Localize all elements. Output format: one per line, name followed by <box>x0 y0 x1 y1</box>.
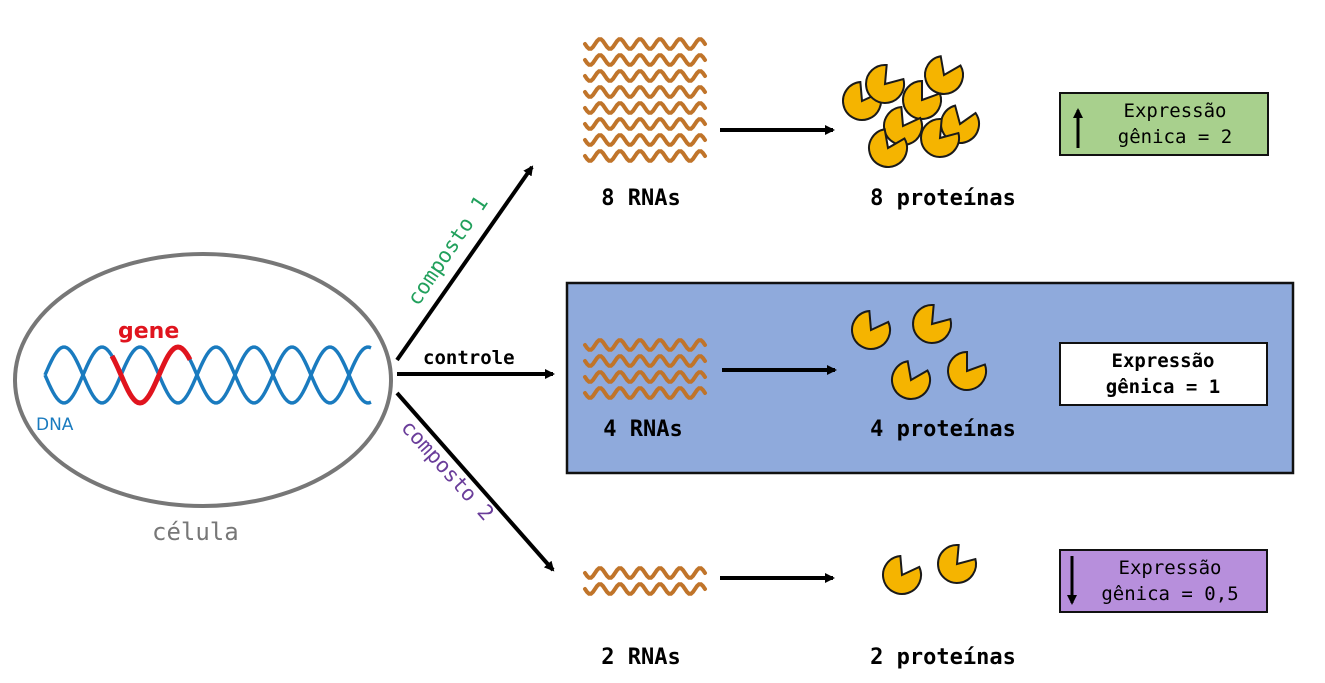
arrow-compound-1 <box>395 165 534 362</box>
rna-strand <box>583 101 707 115</box>
rna-label-top: 8 RNAs <box>601 186 680 211</box>
rna-label-bottom: 2 RNAs <box>601 645 680 670</box>
protein <box>902 79 943 120</box>
cell-label: célula <box>152 518 239 546</box>
rna-strand <box>583 149 707 163</box>
rna-strand <box>583 338 707 352</box>
expression-control-line2: gênica = 1 <box>1106 376 1220 398</box>
protein <box>912 304 952 344</box>
protein <box>937 544 977 584</box>
protein <box>865 64 905 104</box>
rna-strand <box>583 133 707 147</box>
cell-membrane <box>13 252 393 508</box>
dna-strand <box>43 345 372 405</box>
protein <box>868 128 908 168</box>
expression-down-line1: Expressão <box>1119 557 1222 579</box>
protein <box>842 80 882 121</box>
gene-segment <box>109 344 193 406</box>
protein <box>947 350 988 391</box>
arrow-compound-2 <box>395 391 555 572</box>
rna-strand <box>583 566 707 580</box>
rna-strand <box>583 37 707 51</box>
rna-group-control <box>583 338 707 400</box>
rna-group-compound-2 <box>583 566 707 596</box>
protein-label-top: 8 proteínas <box>870 186 1016 211</box>
protein-group-compound-1 <box>842 55 980 168</box>
label-compound-2: composto 2 <box>396 415 498 525</box>
rna-strand <box>583 85 707 99</box>
dna-strand <box>43 345 372 405</box>
protein <box>924 55 964 95</box>
label-compound-1: composto 1 <box>402 192 493 310</box>
rna-strand <box>583 582 707 596</box>
protein-group-compound-2 <box>882 544 977 595</box>
expression-box-control: Expressão gênica = 1 <box>1059 342 1268 406</box>
rna-strand <box>583 69 707 83</box>
rna-strand <box>583 117 707 131</box>
cell: gene DNA célula <box>13 252 393 546</box>
expression-box-down: Expressão gênica = 0,5 <box>1059 549 1268 613</box>
expression-control-line1: Expressão <box>1112 350 1215 372</box>
expression-up-line2: gênica = 2 <box>1118 126 1232 148</box>
protein <box>882 554 922 595</box>
protein <box>920 118 960 158</box>
rna-strand <box>583 354 707 368</box>
dna-helix <box>43 344 372 406</box>
protein <box>851 309 891 350</box>
protein-label-middle: 4 proteínas <box>870 417 1016 442</box>
label-control: controle <box>423 347 515 369</box>
rna-label-middle: 4 RNAs <box>603 417 682 442</box>
protein <box>883 105 923 146</box>
expression-down-line2: gênica = 0,5 <box>1101 583 1238 605</box>
expression-up-line1: Expressão <box>1124 100 1227 122</box>
protein-label-bottom: 2 proteínas <box>870 645 1016 670</box>
expression-box-up: Expressão gênica = 2 <box>1059 92 1269 156</box>
rna-group-compound-1 <box>583 37 707 163</box>
rna-strand <box>583 370 707 384</box>
protein-group-control <box>851 304 988 400</box>
rna-strand <box>583 386 707 400</box>
protein <box>891 360 931 400</box>
rna-strand <box>583 53 707 67</box>
gene-label: gene <box>118 319 179 344</box>
dna-label: DNA <box>36 415 74 435</box>
